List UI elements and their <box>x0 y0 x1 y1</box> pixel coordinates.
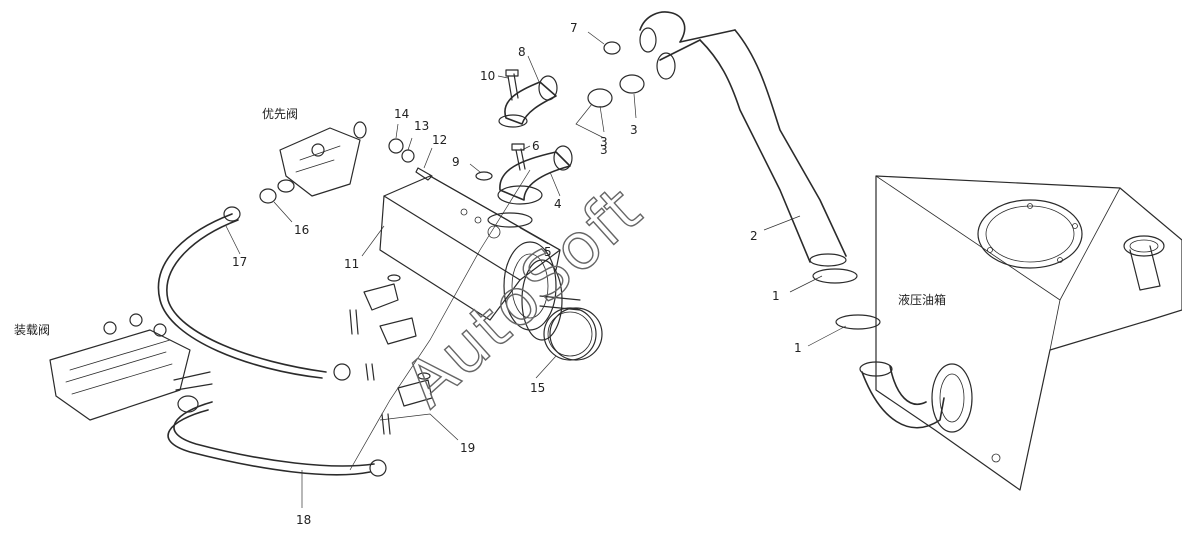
pump-body <box>379 175 603 361</box>
loading-valve-label: 装载阀 <box>14 323 50 337</box>
callout-5: 5 <box>544 245 552 259</box>
callout-18: 18 <box>296 513 311 527</box>
callout-3a: 3 <box>600 135 608 149</box>
fasteners <box>388 69 526 181</box>
hydraulic-tank <box>859 175 1182 491</box>
callout-numbers: 1 1 2 3 3 3 4 5 6 7 8 9 10 11 12 13 14 1… <box>232 21 802 527</box>
priority-valve <box>259 121 367 204</box>
callout-8: 8 <box>518 45 526 59</box>
callout-16: 16 <box>294 223 309 237</box>
callout-19: 19 <box>460 441 475 455</box>
callout-17: 17 <box>232 255 247 269</box>
elbow-fittings <box>497 75 573 205</box>
suction-hose <box>639 11 847 267</box>
callout-2: 2 <box>750 229 758 243</box>
hydraulic-tank-label: 液压油箱 <box>898 292 946 307</box>
callout-11: 11 <box>344 257 359 271</box>
callout-1b: 1 <box>794 341 802 355</box>
hoses <box>157 206 387 477</box>
callout-1a: 1 <box>772 289 780 303</box>
callout-6: 6 <box>532 139 540 153</box>
callout-13: 13 <box>414 119 429 133</box>
callout-3b: 3 <box>630 123 638 137</box>
fittings <box>349 274 597 435</box>
hose-clamps <box>587 41 881 330</box>
callout-3c: 3 <box>600 143 608 157</box>
watermark-text: AutoSoft <box>391 172 657 422</box>
callout-14: 14 <box>394 107 409 121</box>
leader-lines <box>225 31 847 508</box>
callout-12: 12 <box>432 133 447 147</box>
callout-10: 10 <box>480 69 495 83</box>
callout-4: 4 <box>554 197 562 211</box>
priority-valve-label: 优先阀 <box>262 107 298 121</box>
loading-valve <box>49 313 213 421</box>
callout-15: 15 <box>530 381 545 395</box>
callout-7: 7 <box>570 21 578 35</box>
callout-9: 9 <box>452 155 460 169</box>
